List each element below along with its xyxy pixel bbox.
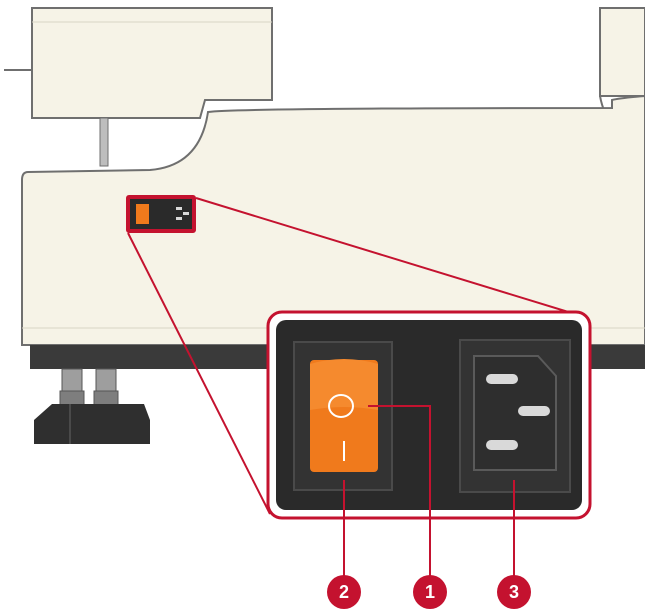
small-switch-panel [126,195,196,233]
machine-feet [34,368,150,444]
callout-1: 1 [413,575,447,609]
callout-3-label: 3 [509,582,519,602]
zoom-lines [127,197,589,515]
leader-lines [343,405,515,580]
power-switch[interactable] [293,341,393,491]
switch-off-symbol [328,394,354,418]
socket-pin-bottom [486,440,518,450]
power-socket[interactable] [459,339,571,493]
callout-2: 2 [327,575,361,609]
callout-2-label: 2 [339,582,349,602]
socket-pin-top [486,374,518,384]
callout-3: 3 [497,575,531,609]
callout-1-label: 1 [425,582,435,602]
machine-upper-arm [4,7,273,167]
socket-pin-middle [518,406,550,416]
